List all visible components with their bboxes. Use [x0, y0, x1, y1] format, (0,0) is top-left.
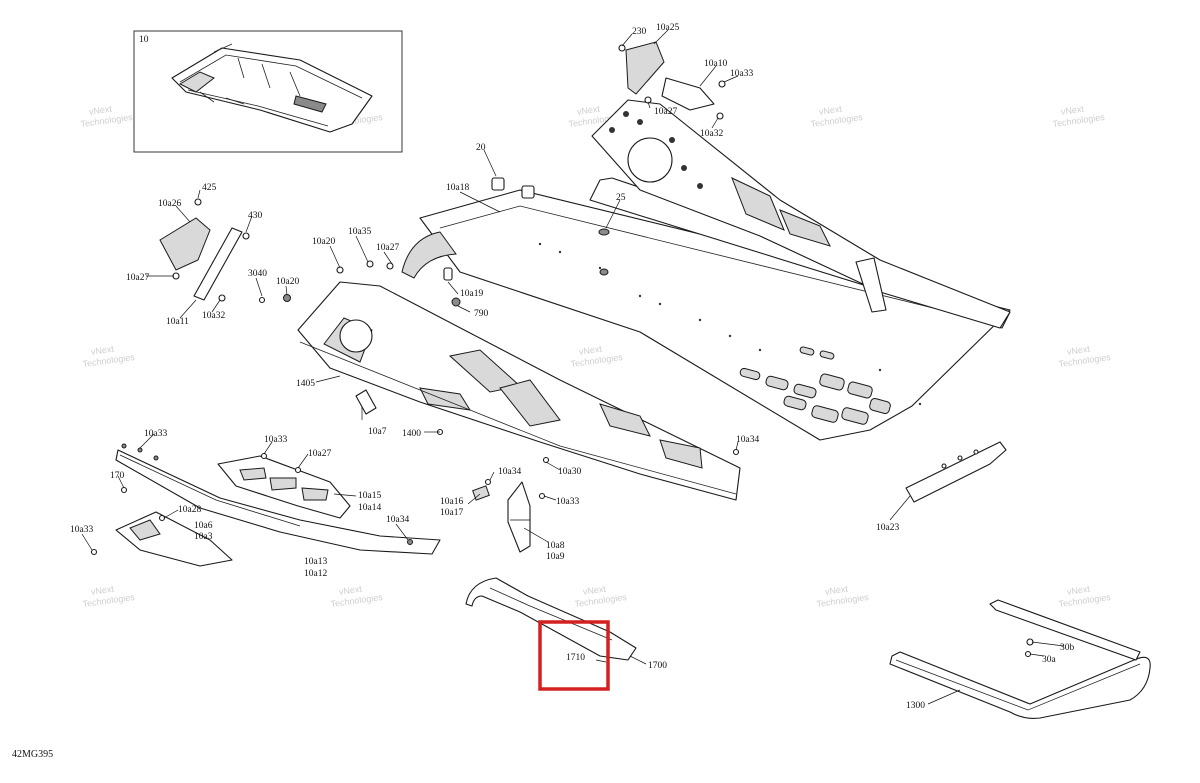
callout-10a27-low: 10a27 [308, 449, 331, 459]
callout-10a25: 10a25 [656, 23, 679, 33]
callout-10a9: 10a9 [546, 552, 565, 562]
callout-10a8: 10a8 [546, 541, 565, 551]
callout-10a27-mid: 10a27 [376, 243, 399, 253]
callout-230: 230 [632, 27, 647, 37]
watermark-line2: Technologies [570, 352, 624, 369]
lower-left-bracket [90, 486, 233, 567]
callout-1405: 1405 [296, 379, 315, 389]
watermark-line1: vNext [824, 584, 849, 597]
callout-10a15: 10a15 [358, 491, 381, 501]
callout-425: 425 [202, 183, 217, 193]
callout-1300: 1300 [906, 701, 925, 711]
inset-tunnel-drawing [171, 43, 373, 133]
callout-10a35: 10a35 [348, 227, 371, 237]
rear-bumper-1300 [889, 599, 1151, 719]
center-lower-bracket [472, 478, 546, 553]
callout-790: 790 [474, 309, 489, 319]
callout-10a26: 10a26 [158, 199, 181, 209]
watermark-line1: vNext [578, 344, 603, 357]
watermark-line2: Technologies [810, 112, 864, 129]
callout-10a32-left: 10a32 [202, 311, 225, 321]
watermark-line2: Technologies [82, 592, 136, 609]
callout-10a16: 10a16 [440, 497, 463, 507]
callout-labels: 230 10a25 10a10 10a33 10a27 10a32 20 10a… [70, 23, 1075, 711]
ladder-bracket [217, 452, 351, 519]
left-side-rail [297, 281, 741, 501]
watermark-line2: Technologies [82, 352, 136, 369]
callout-10a3: 10a3 [194, 532, 213, 542]
callout-170: 170 [110, 471, 125, 481]
callout-10a33-mid: 10a33 [264, 435, 287, 445]
callout-10a33: 10a33 [730, 69, 753, 79]
watermark-line2: Technologies [816, 592, 870, 609]
callout-20: 20 [476, 143, 486, 153]
left-running-rail [115, 443, 441, 555]
callout-10a34-low: 10a34 [386, 515, 409, 525]
callout-10a33-rail: 10a33 [144, 429, 167, 439]
callout-1710: 1710 [566, 653, 585, 663]
left-bracket-group [159, 198, 250, 302]
watermark-line1: vNext [338, 584, 363, 597]
callout-10a12: 10a12 [304, 569, 327, 579]
watermark-line1: vNext [582, 584, 607, 597]
tunnel-cutouts [739, 346, 891, 425]
rear-bar-10a23 [905, 441, 1007, 503]
callout-10a10: 10a10 [704, 59, 727, 69]
callout-10a13: 10a13 [304, 557, 327, 567]
callout-10a20-a: 10a20 [276, 277, 299, 287]
watermark-line1: vNext [90, 344, 115, 357]
watermark-line1: vNext [818, 104, 843, 117]
callout-10a32: 10a32 [700, 129, 723, 139]
highlight-box [538, 620, 610, 691]
watermark-line2: Technologies [330, 592, 384, 609]
callout-10a6: 10a6 [194, 521, 213, 531]
callout-10a19: 10a19 [460, 289, 483, 299]
callout-10a18: 10a18 [446, 183, 469, 193]
inset-label: 10 [139, 35, 149, 45]
tunnel-rivets [538, 242, 922, 406]
watermark-line2: Technologies [80, 112, 134, 129]
watermark-line2: Technologies [574, 592, 628, 609]
watermark-line2: Technologies [1058, 592, 1112, 609]
callout-10a20-b: 10a20 [312, 237, 335, 247]
watermark-line1: vNext [90, 584, 115, 597]
callout-10a7: 10a7 [368, 427, 387, 437]
runner-1700 [465, 577, 637, 661]
callout-10a34-right: 10a34 [736, 435, 759, 445]
callout-10a33-br: 10a33 [556, 497, 579, 507]
upper-bracket-group [618, 41, 726, 120]
watermark-line1: vNext [1060, 104, 1085, 117]
callout-10a14: 10a14 [358, 503, 381, 513]
watermark-line1: vNext [88, 104, 113, 117]
leader-lines [81, 29, 1065, 705]
callout-10a33-low: 10a33 [70, 525, 93, 535]
callout-10a17: 10a17 [440, 508, 463, 518]
callout-3040: 3040 [248, 269, 267, 279]
callout-30b: 30b [1060, 643, 1075, 653]
callout-25: 25 [616, 193, 626, 203]
watermark-line1: vNext [576, 104, 601, 117]
callout-10a27-left: 10a27 [126, 273, 149, 283]
watermark-line1: vNext [1066, 584, 1091, 597]
callout-10a11: 10a11 [166, 317, 189, 327]
watermark-line2: Technologies [1052, 112, 1106, 129]
callout-430: 430 [248, 211, 263, 221]
diagram-code: 42MG395 [12, 749, 53, 760]
callout-10a23: 10a23 [876, 523, 899, 533]
callout-10a30: 10a30 [558, 467, 581, 477]
inset-box: 10 [133, 30, 403, 153]
callout-10a28: 10a28 [178, 505, 201, 515]
callout-10a27: 10a27 [654, 107, 677, 117]
watermark-line2: Technologies [1058, 352, 1112, 369]
callout-10a34-br: 10a34 [498, 467, 521, 477]
callout-1700: 1700 [648, 661, 667, 671]
watermark-line1: vNext [1066, 344, 1091, 357]
callout-30a: 30a [1042, 655, 1057, 665]
callout-1400: 1400 [402, 429, 421, 439]
